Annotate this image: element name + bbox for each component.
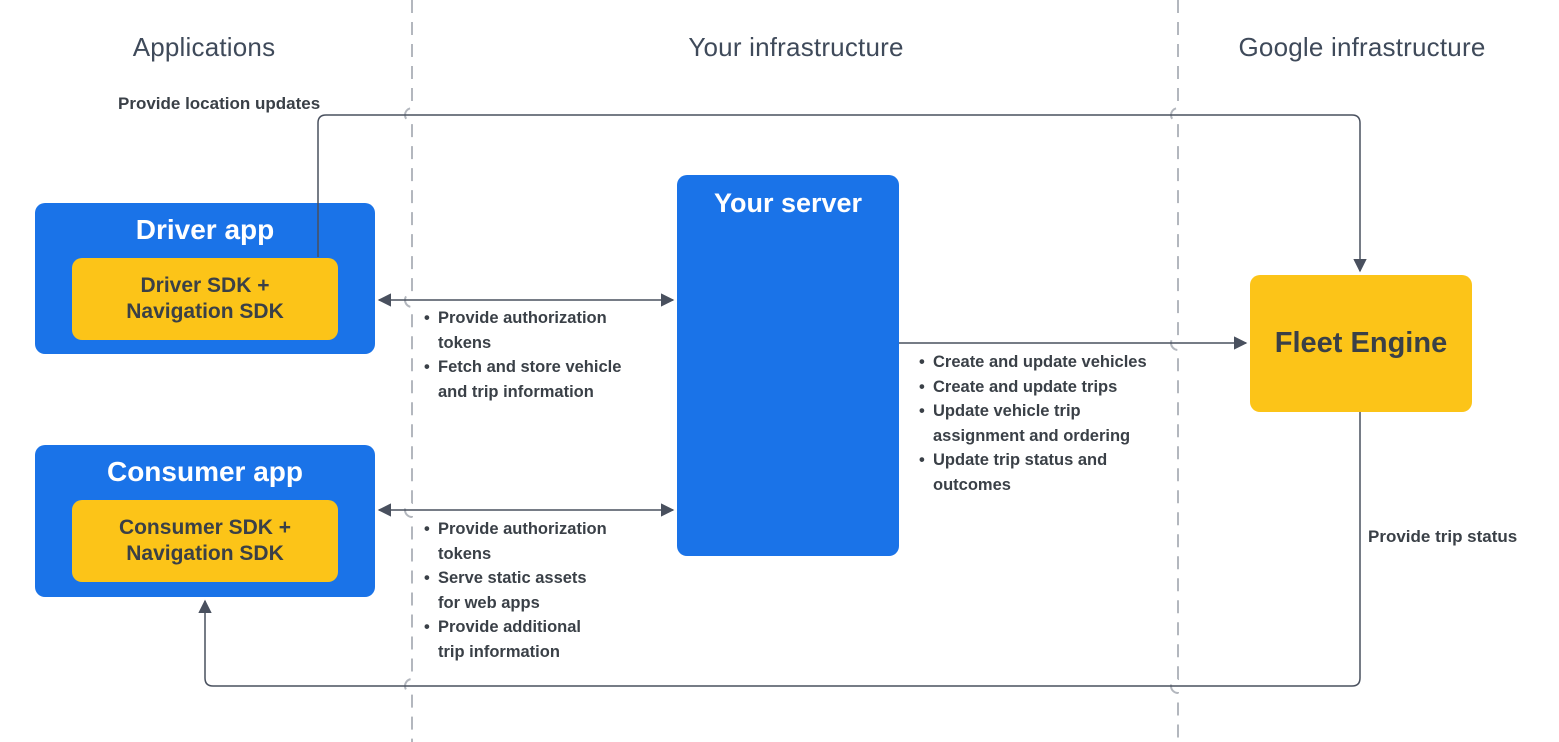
list-item: Serve static assets for web apps <box>424 566 649 615</box>
list-item: Update trip status and outcomes <box>919 448 1189 497</box>
driver-sdk-box: Driver SDK + Navigation SDK <box>72 258 338 340</box>
provide-location-updates-label: Provide location updates <box>118 94 321 113</box>
column-header-applications: Applications <box>132 32 276 62</box>
fleet-engine-node: Fleet Engine <box>1250 275 1472 412</box>
list-item: Fetch and store vehicle and trip informa… <box>424 355 649 404</box>
server-fleet-edge-list: Create and update vehicles Create and up… <box>919 350 1189 497</box>
driver-server-edge-list: Provide authorization tokens Fetch and s… <box>424 306 649 404</box>
fleet-engine-title: Fleet Engine <box>1274 327 1448 359</box>
list-item: Provide authorization tokens <box>424 517 649 566</box>
driver-sdk-label: Driver SDK + Navigation SDK <box>126 274 284 323</box>
provide-trip-status-label: Provide trip status <box>1368 527 1518 546</box>
list-item: Create and update vehicles <box>919 350 1189 375</box>
list-item: Provide additional trip information <box>424 615 649 664</box>
list-item: Update vehicle trip assignment and order… <box>919 399 1189 448</box>
list-item: Provide authorization tokens <box>424 306 649 355</box>
consumer-server-edge-list: Provide authorization tokens Serve stati… <box>424 517 649 664</box>
column-header-google-infrastructure: Google infrastructure <box>1238 32 1486 62</box>
column-header-your-infrastructure: Your infrastructure <box>688 32 904 62</box>
list-item: Create and update trips <box>919 375 1189 400</box>
driver-app-title: Driver app <box>135 214 275 245</box>
